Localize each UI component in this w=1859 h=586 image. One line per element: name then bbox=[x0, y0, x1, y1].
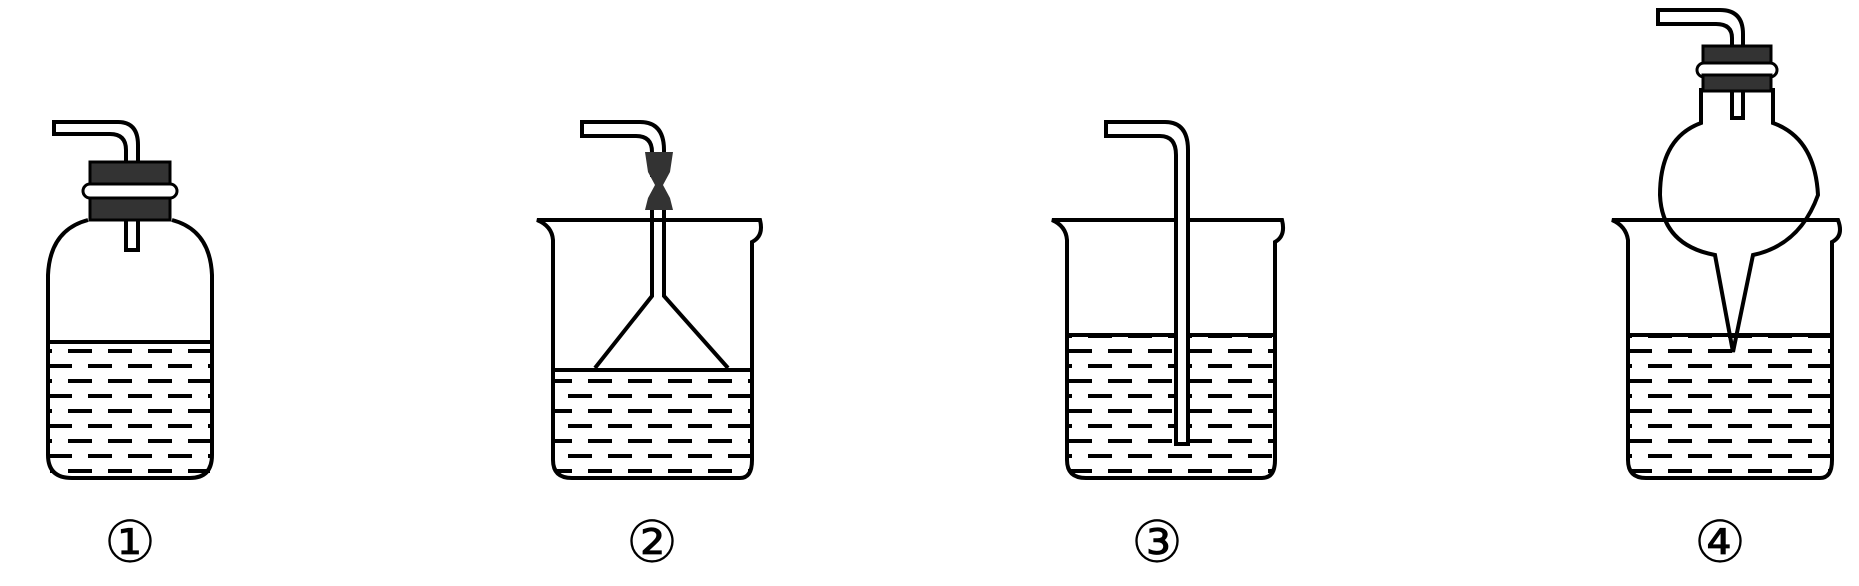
beaker-4 bbox=[1611, 218, 1842, 480]
beaker-3 bbox=[1051, 218, 1286, 480]
label-4: ④ bbox=[1694, 508, 1746, 576]
apparatus-4-bulb-beaker bbox=[1611, 8, 1842, 480]
bottle-body bbox=[46, 218, 214, 480]
funnel bbox=[593, 210, 730, 370]
bent-tube-1 bbox=[52, 120, 140, 252]
bent-tube-4 bbox=[1656, 8, 1745, 120]
apparatus-3-tube-beaker bbox=[1051, 120, 1286, 480]
apparatus-1-bottle bbox=[46, 120, 214, 480]
label-3: ③ bbox=[1131, 508, 1183, 576]
label-1: ① bbox=[104, 508, 156, 576]
stopper-bottom bbox=[88, 196, 172, 222]
bulb-tube bbox=[1657, 88, 1821, 353]
bent-tube-3 bbox=[1104, 120, 1190, 446]
stopper-top bbox=[88, 160, 172, 186]
stopper-ring bbox=[81, 182, 179, 200]
beaker-2 bbox=[536, 218, 763, 480]
label-2: ② bbox=[626, 508, 678, 576]
apparatus-2-funnel-beaker bbox=[536, 120, 763, 480]
rubber-connector bbox=[645, 152, 673, 210]
